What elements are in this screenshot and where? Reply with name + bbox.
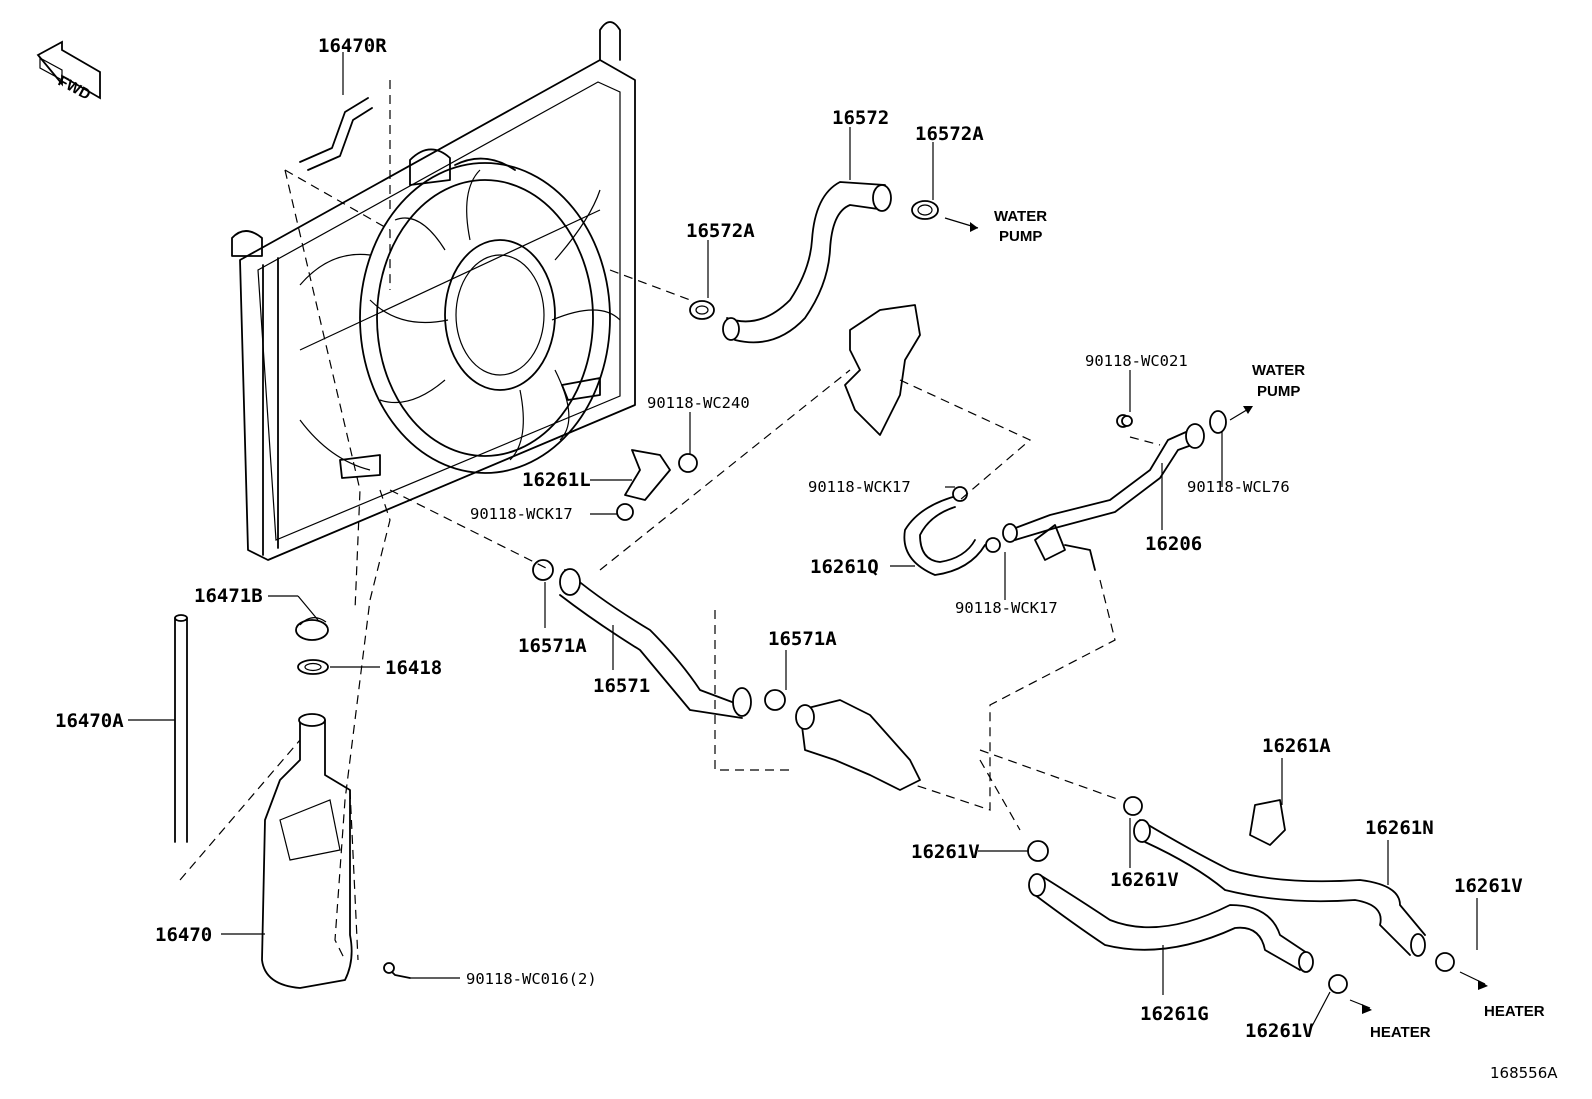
reservoir-tank-16470 <box>261 713 353 989</box>
hose-16571 <box>532 559 752 719</box>
clamp-16261V-d <box>1435 952 1455 972</box>
hose-16261Q <box>903 486 1001 576</box>
label-16470: 16470 <box>155 924 212 946</box>
bracket <box>844 304 921 436</box>
clamp-16572A-left <box>689 300 715 320</box>
label-16261A: 16261A <box>1262 735 1331 757</box>
dest-water-pump-top-line1: WATER <box>994 208 1047 225</box>
connection-lines <box>179 80 1161 961</box>
clamp-16261V-b <box>1027 840 1049 862</box>
bracket-16261A <box>1249 799 1286 846</box>
label-90118-WCK17-b: 90118-WCK17 <box>808 478 911 496</box>
thermostat-housing <box>764 689 921 791</box>
hose-16572 <box>722 181 892 344</box>
dest-heater-right: HEATER <box>1484 1003 1545 1020</box>
label-16418: 16418 <box>385 657 442 679</box>
label-90118-WC021: 90118-WC021 <box>1085 352 1188 370</box>
dest-heater-mid: HEATER <box>1370 1024 1431 1041</box>
hose-16261L <box>616 449 698 521</box>
label-90118-WCK17-c: 90118-WCK17 <box>955 599 1058 617</box>
label-16571A-a: 16571A <box>518 635 587 657</box>
clamp-16572A-top <box>911 200 939 220</box>
label-16572A-top: 16572A <box>915 123 984 145</box>
gasket-16418 <box>297 659 329 675</box>
leader-lines <box>128 52 1478 1031</box>
cap-16471B <box>295 617 329 641</box>
label-16261N: 16261N <box>1365 817 1434 839</box>
tube-16470A <box>174 614 188 843</box>
label-90118-WCL76: 90118-WCL76 <box>1187 478 1290 496</box>
label-90118-WC240: 90118-WC240 <box>647 394 750 412</box>
label-16571: 16571 <box>593 675 650 697</box>
label-16261G: 16261G <box>1140 1003 1209 1025</box>
label-16261V-left: 16261V <box>911 841 980 863</box>
label-16571A-b: 16571A <box>768 628 837 650</box>
label-16470A: 16470A <box>55 710 124 732</box>
label-16261V-right: 16261V <box>1454 875 1523 897</box>
label-16470R: 16470R <box>318 35 387 57</box>
label-16261V-bottom: 16261V <box>1245 1020 1314 1042</box>
fwd-arrow-icon: FWD <box>36 40 101 104</box>
label-16471B: 16471B <box>194 585 263 607</box>
figure-id: 168556A <box>1490 1064 1558 1082</box>
label-16572: 16572 <box>832 107 889 129</box>
hose-16261N <box>1133 819 1426 957</box>
hose-16261G <box>1028 873 1314 973</box>
dest-water-pump-right-line2: PUMP <box>1257 383 1300 400</box>
label-90118-WC016: 90118-WC016(2) <box>466 970 597 988</box>
dest-water-pump-top-line2: PUMP <box>999 228 1042 245</box>
dest-water-pump-right-line1: WATER <box>1252 362 1305 379</box>
label-16206: 16206 <box>1145 533 1202 555</box>
label-16261V-mid: 16261V <box>1110 869 1179 891</box>
hose-16470R <box>299 97 369 163</box>
radiator-fan-assembly <box>231 21 636 561</box>
label-16261Q: 16261Q <box>810 556 879 578</box>
destination-arrows <box>944 217 1488 1014</box>
label-90118-WCK17-a: 90118-WCK17 <box>470 505 573 523</box>
label-16572A-left: 16572A <box>686 220 755 242</box>
clamp-16261V-c <box>1328 974 1348 994</box>
label-16261L: 16261L <box>522 469 591 491</box>
clamp-16261V-a <box>1123 796 1143 816</box>
